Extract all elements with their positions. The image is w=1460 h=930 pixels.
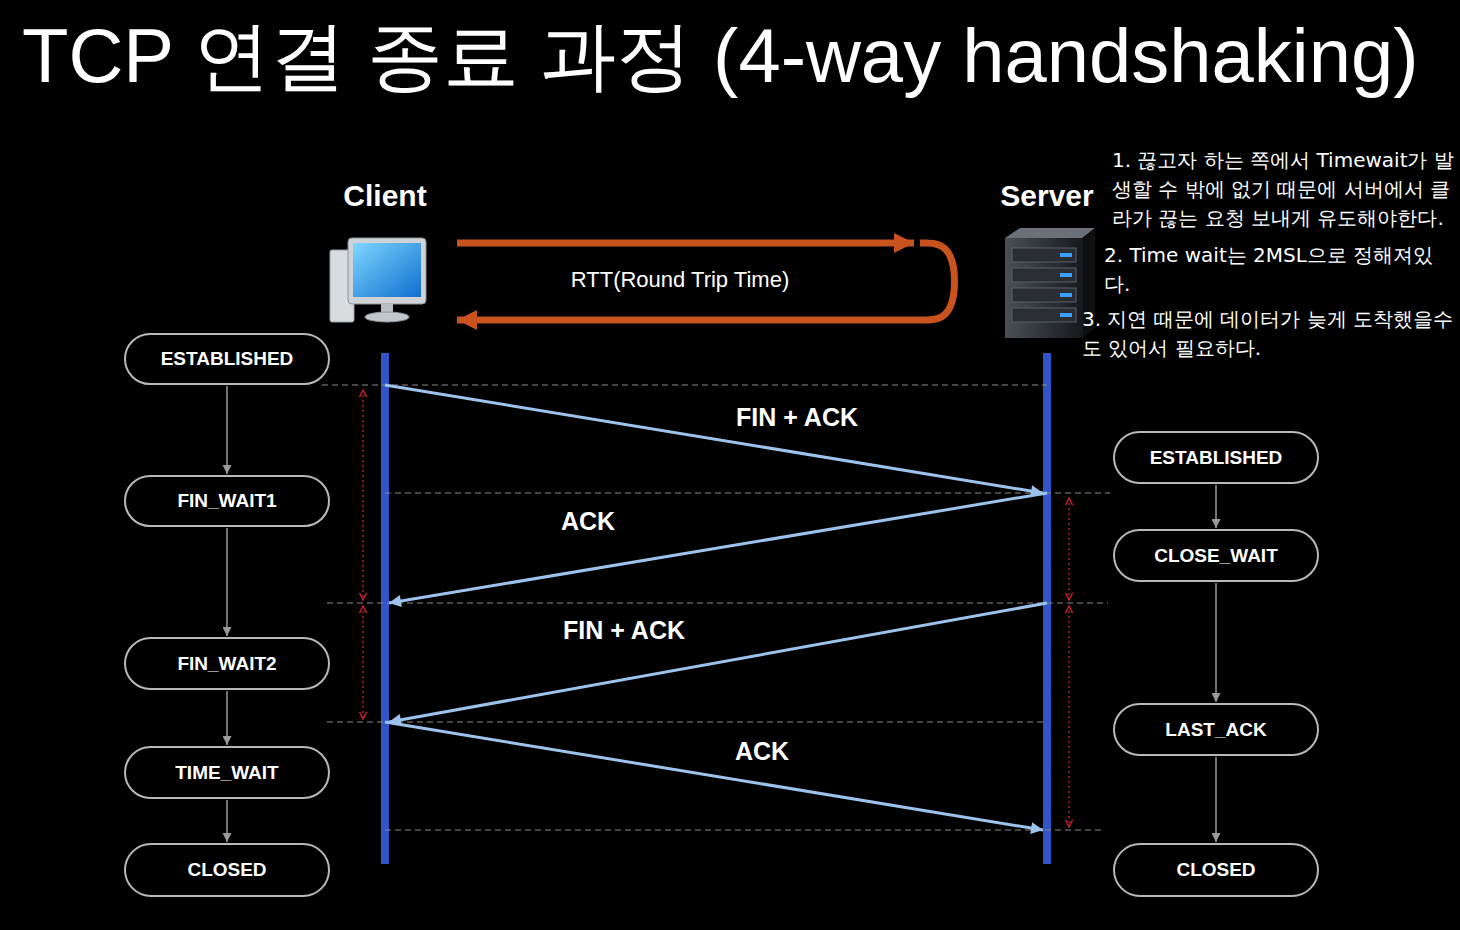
- server-top: [1005, 228, 1095, 238]
- guide-line: [385, 492, 1110, 493]
- guide-line: [327, 721, 1047, 722]
- computer-icon: [330, 238, 426, 322]
- state-box: CLOSED: [1113, 843, 1319, 897]
- interval-brackets: [363, 390, 1069, 827]
- state-label: ESTABLISHED: [161, 348, 294, 370]
- rtt-arrow-out: [457, 240, 914, 247]
- message-line: [389, 493, 1047, 603]
- state-label: FIN_WAIT2: [177, 653, 276, 675]
- state-transition-arrow: [227, 386, 228, 474]
- rtt-arrow-back: [457, 317, 920, 324]
- message-arrow: [385, 722, 1043, 830]
- state-line: [226, 800, 228, 842]
- state-line: [226, 691, 228, 745]
- server-light: [1060, 273, 1072, 277]
- message-label: ACK: [555, 507, 621, 536]
- guide-line: [322, 384, 1047, 385]
- server-bay: [1012, 248, 1076, 262]
- monitor-base: [365, 312, 409, 322]
- server-front: [1005, 238, 1083, 338]
- state-transition-arrow: [227, 691, 228, 745]
- host-label: Server: [978, 178, 1116, 214]
- state-label: LAST_ACK: [1165, 719, 1266, 741]
- monitor-screen: [353, 243, 421, 297]
- rtt-arrow: [457, 243, 955, 320]
- state-line: [226, 386, 228, 474]
- message-line: [389, 603, 1047, 722]
- message-label: FIN + ACK: [557, 616, 691, 645]
- state-label: CLOSE_WAIT: [1154, 545, 1278, 567]
- client-host: Client: [316, 178, 454, 328]
- interval-arrow: [1068, 498, 1069, 600]
- interval-arrow: [362, 606, 363, 719]
- guide-line: [385, 829, 1102, 830]
- state-transition-arrow: [1216, 485, 1217, 528]
- message-arrow: [389, 603, 1047, 722]
- server-lifeline: [1043, 353, 1051, 864]
- state-box: TIME_WAIT: [124, 746, 330, 799]
- state-label: TIME_WAIT: [175, 762, 278, 784]
- host-label: Client: [316, 178, 454, 214]
- state-label: CLOSED: [187, 859, 266, 881]
- state-label: ESTABLISHED: [1150, 447, 1283, 469]
- state-transition-arrow: [1216, 583, 1217, 702]
- server-bay: [1012, 268, 1076, 282]
- state-label: FIN_WAIT1: [177, 490, 276, 512]
- message-label: FIN + ACK: [730, 403, 864, 432]
- message-line: [385, 722, 1043, 830]
- handwritten-note: 1. 끊고자 하는 쪽에서 Timewait가 발생할 수 밖에 없기 때문에 …: [1112, 146, 1457, 233]
- guide-lines: [322, 385, 1110, 830]
- message-line: [385, 385, 1043, 493]
- state-box: FIN_WAIT1: [124, 475, 330, 527]
- interval-arrow: [362, 390, 363, 600]
- state-transition-arrow: [1216, 757, 1217, 842]
- state-line: [226, 528, 228, 636]
- state-label: CLOSED: [1176, 859, 1255, 881]
- rtt-arrow-turn: [920, 243, 955, 320]
- handwritten-note: 3. 지연 때문에 데이터가 늦게 도착했을수도 있어서 필요하다.: [1082, 305, 1456, 363]
- client-lifeline: [381, 353, 389, 864]
- server-light: [1060, 253, 1072, 257]
- page-title: TCP 연결 종료 과정 (4-way handshaking): [22, 10, 1419, 101]
- server-bay: [1012, 308, 1076, 322]
- message-arrow: [389, 493, 1047, 603]
- state-line: [1215, 583, 1217, 702]
- server-light: [1060, 313, 1072, 317]
- message-arrow: [385, 385, 1043, 493]
- state-box: CLOSED: [124, 843, 330, 897]
- state-line: [1215, 757, 1217, 842]
- interval-arrow: [1068, 606, 1069, 827]
- handwritten-note: 2. Time wait는 2MSL으로 정해져있다.: [1104, 241, 1456, 299]
- state-line: [1215, 485, 1217, 528]
- rtt-label: RTT(Round Trip Time): [565, 267, 795, 293]
- state-box: CLOSE_WAIT: [1113, 529, 1319, 582]
- state-box: ESTABLISHED: [124, 333, 330, 385]
- state-transition-arrow: [227, 528, 228, 636]
- monitor-frame: [348, 238, 426, 304]
- server-light: [1060, 293, 1072, 297]
- state-transition-arrow: [227, 800, 228, 842]
- message-label: ACK: [729, 737, 795, 766]
- guide-line: [327, 602, 1108, 603]
- state-box: ESTABLISHED: [1113, 431, 1319, 484]
- server-icon: [1005, 228, 1095, 338]
- server-bay: [1012, 288, 1076, 302]
- state-box: LAST_ACK: [1113, 703, 1319, 756]
- state-box: FIN_WAIT2: [124, 637, 330, 690]
